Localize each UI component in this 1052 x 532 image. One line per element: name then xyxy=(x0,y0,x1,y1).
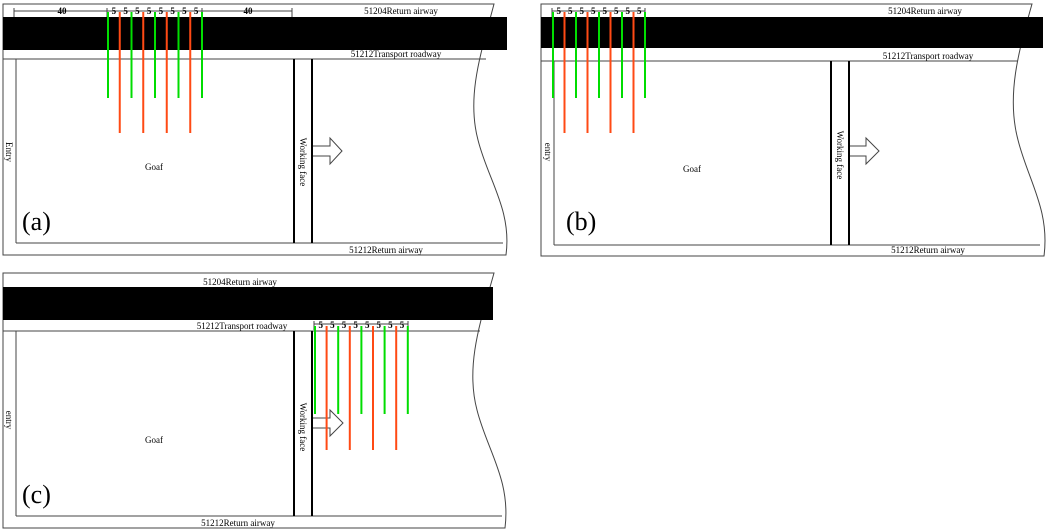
panel-a-spacing-label: 5 xyxy=(170,6,175,16)
panel-a-transport-label: 51212Transport roadway xyxy=(351,49,442,59)
panel-a-spacing-label: 5 xyxy=(182,6,187,16)
panel-c-spacing-label: 5 xyxy=(388,320,393,330)
panel-a-spacing-label: 5 xyxy=(194,6,199,16)
panel-c-top-airway-label: 51204Return airway xyxy=(203,277,277,287)
panel-c-bottom-airway-label: 51212Return airway xyxy=(201,518,275,528)
panel-c-coal-band xyxy=(3,287,493,320)
panel-a-top-airway-label: 51204Return airway xyxy=(364,6,438,16)
panel-c-tag: (c) xyxy=(22,480,51,509)
panel-b-spacing-label: 5 xyxy=(626,6,631,16)
panel-a-advance-arrow xyxy=(313,136,343,166)
panel-b: 51204Return airway 51212Transport roadwa… xyxy=(540,3,1046,257)
panel-c-spacing-label: 5 xyxy=(353,320,358,330)
panel-b-goaf-label: Goaf xyxy=(683,164,701,174)
panel-a-spacing-label: 5 xyxy=(112,6,117,16)
panel-b-face-label: Working face xyxy=(835,131,845,180)
panel-c-spacing-label: 5 xyxy=(330,320,335,330)
panel-c-spacing-label: 5 xyxy=(319,320,324,330)
panel-c-face-label: Working face xyxy=(298,403,308,452)
panel-b-top-airway-label: 51204Return airway xyxy=(888,6,962,16)
panel-b-spacing-label: 5 xyxy=(603,6,608,16)
panel-b-spacing-label: 5 xyxy=(591,6,596,16)
panel-a-bottom-airway-label: 51212Return airway xyxy=(349,245,423,255)
panel-a-entry-label: Entry xyxy=(4,142,14,162)
panel-a-dim-right: 40 xyxy=(244,6,254,16)
panel-b-spacing-label: 5 xyxy=(580,6,585,16)
panel-b-spacing-label: 5 xyxy=(637,6,642,16)
panel-a: 40 40 51204Return airway 51212Transport … xyxy=(2,3,508,256)
panel-c-entry-label: entry xyxy=(4,411,14,430)
panel-a-spacing-label: 5 xyxy=(147,6,152,16)
panel-b-coal-band xyxy=(541,17,1043,48)
panel-a-dim-left: 40 xyxy=(58,6,68,16)
panel-b-spacing-label: 5 xyxy=(614,6,619,16)
panel-a-coal-band xyxy=(3,17,507,50)
panel-c: 51204Return airway 51212Transport roadwa… xyxy=(2,272,507,529)
panel-b-tag: (b) xyxy=(566,207,596,236)
panel-c-spacing-label: 5 xyxy=(342,320,347,330)
panel-c-transport-label: 51212Transport roadway xyxy=(197,321,288,331)
panel-b-spacing-label: 5 xyxy=(568,6,573,16)
panel-c-goaf-label: Goaf xyxy=(145,435,163,445)
panel-c-spacing-label: 5 xyxy=(400,320,405,330)
panel-c-spacing-label: 5 xyxy=(365,320,370,330)
panel-a-face-label: Working face xyxy=(298,138,308,187)
panel-b-bottom-airway-label: 51212Return airway xyxy=(891,245,965,255)
panel-b-advance-arrow xyxy=(850,136,880,166)
panel-a-spacing-label: 5 xyxy=(123,6,128,16)
panel-a-spacing-label: 5 xyxy=(135,6,140,16)
panel-c-spacing-label: 5 xyxy=(377,320,382,330)
panel-c-advance-arrow xyxy=(313,408,344,438)
panel-a-spacing-label: 5 xyxy=(159,6,164,16)
panel-b-entry-label: entry xyxy=(543,143,553,162)
panel-a-tag: (a) xyxy=(22,207,51,236)
panel-b-spacing-label: 5 xyxy=(557,6,562,16)
panel-b-transport-label: 51212Transport roadway xyxy=(883,51,974,61)
panel-a-goaf-label: Goaf xyxy=(145,162,163,172)
